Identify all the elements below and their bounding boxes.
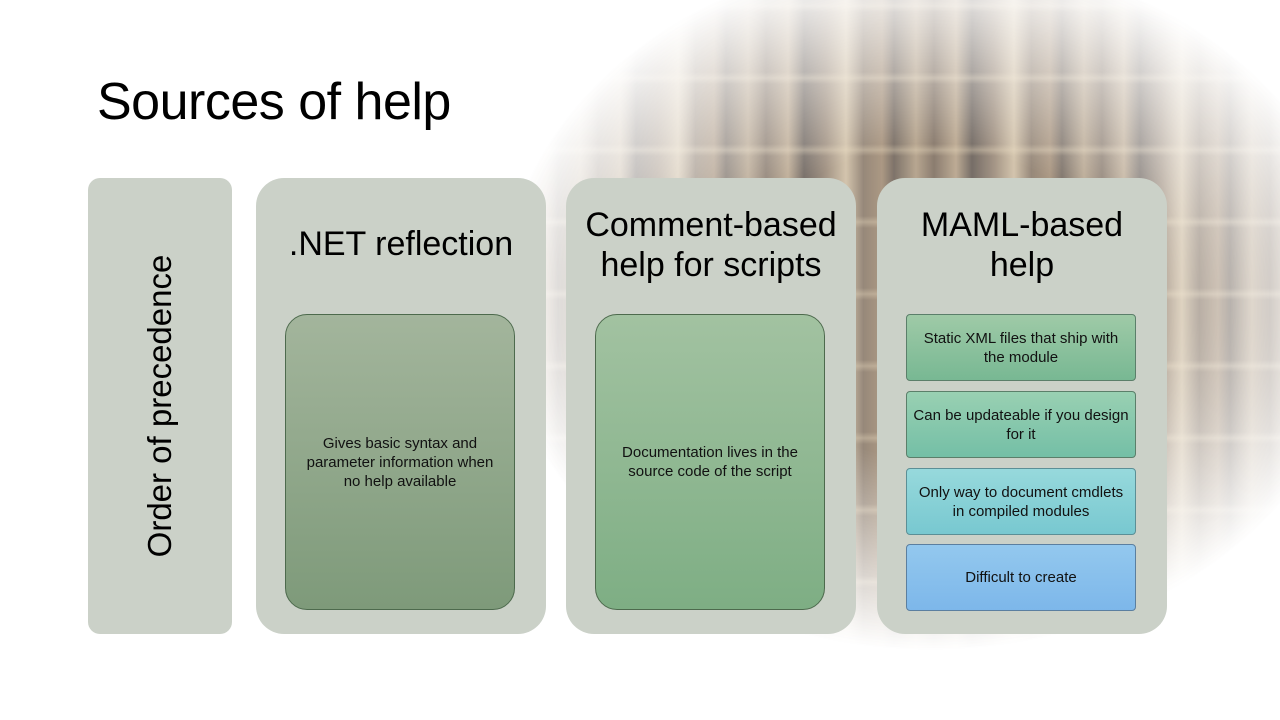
column-heading: MAML-based help bbox=[877, 205, 1167, 285]
column-heading-line: Comment-based bbox=[585, 206, 837, 244]
column-description: Gives basic syntax and parameter informa… bbox=[285, 314, 515, 610]
column-comment-based-help: Comment-based help for scripts Documenta… bbox=[566, 178, 856, 634]
list-item: Static XML files that ship with the modu… bbox=[906, 314, 1136, 381]
list-item: Difficult to create bbox=[906, 544, 1136, 611]
precedence-label: Order of precedence bbox=[141, 254, 178, 558]
column-heading-line: help bbox=[989, 246, 1055, 284]
list-item: Only way to document cmdlets in compiled… bbox=[906, 468, 1136, 535]
column-heading: .NET reflection bbox=[288, 225, 514, 263]
column-heading-line: help for scripts bbox=[600, 246, 822, 284]
column-heading-line: MAML-based bbox=[920, 206, 1124, 244]
column-maml-based-help: MAML-based help Static XML files that sh… bbox=[877, 178, 1167, 634]
precedence-bar: Order of precedence bbox=[88, 178, 232, 634]
column-net-reflection: .NET reflection Gives basic syntax and p… bbox=[256, 178, 546, 634]
column-heading: Comment-based help for scripts bbox=[566, 205, 856, 285]
slide-title: Sources of help bbox=[97, 73, 451, 131]
column-description: Documentation lives in the source code o… bbox=[595, 314, 825, 610]
list-item: Can be updateable if you design for it bbox=[906, 391, 1136, 458]
